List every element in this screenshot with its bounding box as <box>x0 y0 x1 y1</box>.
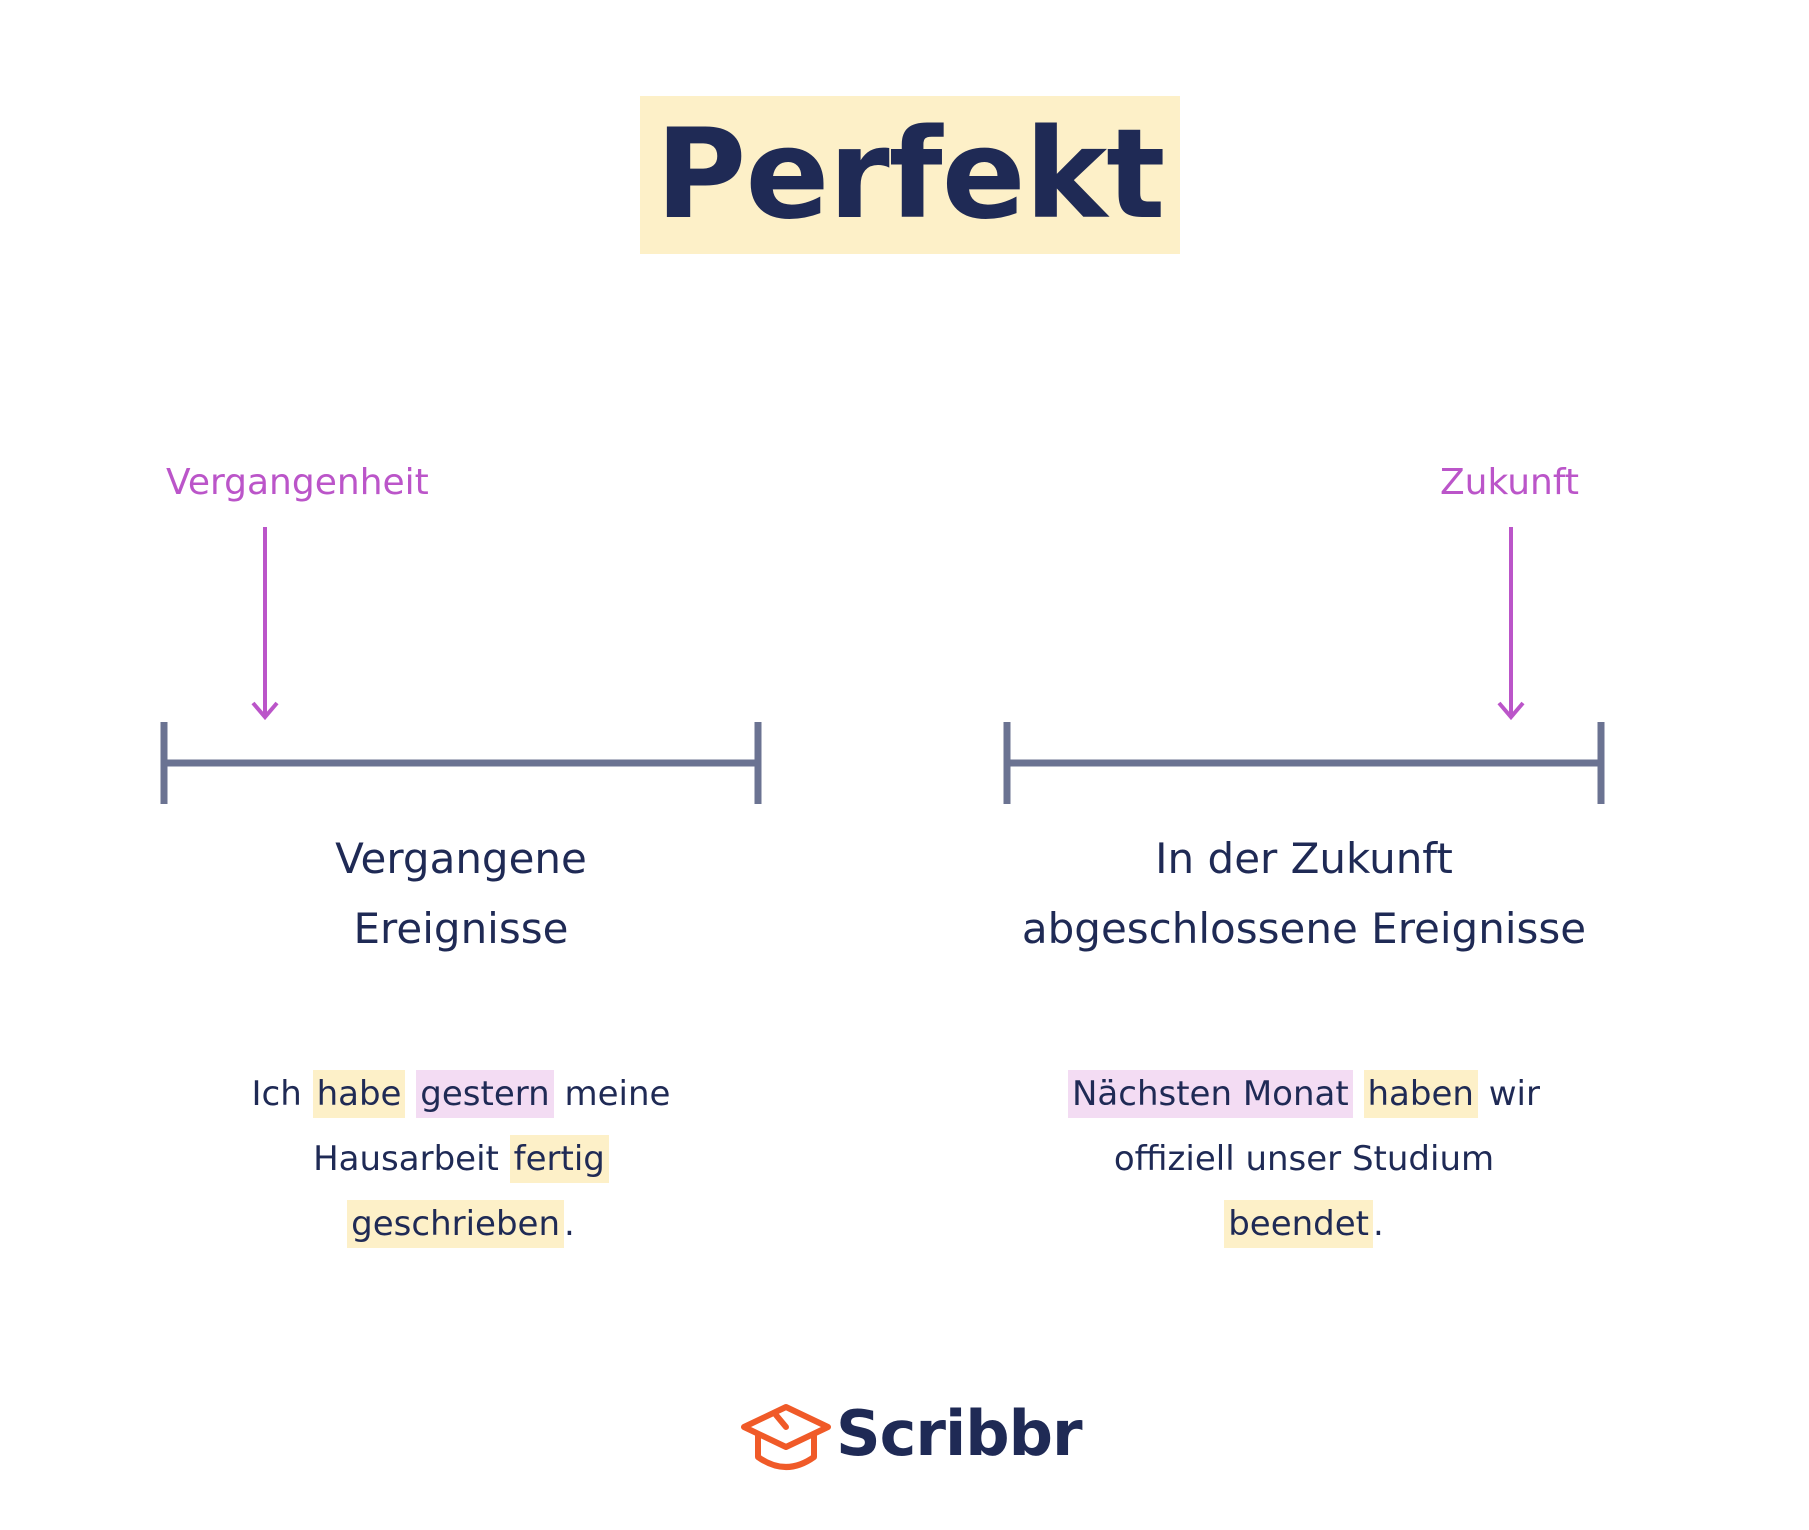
example-text: Hausarbeit <box>313 1139 510 1179</box>
example-sentence-future: Nächsten Monat haben wir offiziell unser … <box>989 1062 1619 1257</box>
timeline-future <box>1003 722 1605 804</box>
title-box: Perfekt <box>640 96 1180 254</box>
graduation-cap-icon <box>741 1404 831 1470</box>
arrow-down-icon <box>1497 527 1525 721</box>
timeline-past <box>160 722 762 804</box>
example-line: Hausarbeit fertig <box>161 1127 761 1192</box>
highlight-verb: geschrieben <box>347 1200 565 1248</box>
highlight-verb: fertig <box>509 1135 609 1183</box>
scribbr-logo: Scribbr <box>740 1395 1083 1485</box>
example-line: Ich habe gestern meine <box>161 1062 761 1127</box>
example-line: Nächsten Monat haben wir <box>989 1062 1619 1127</box>
highlight-time: Nächsten Monat <box>1068 1070 1353 1118</box>
example-text: . <box>564 1204 575 1244</box>
example-line: beendet. <box>989 1192 1619 1257</box>
example-text <box>405 1074 416 1114</box>
highlight-verb: beendet <box>1224 1200 1373 1248</box>
example-text: offiziell unser Studium <box>1113 1139 1495 1179</box>
marker-label-past: Vergangenheit <box>166 462 429 503</box>
caption-past: Vergangene Ereignisse <box>161 824 761 964</box>
caption-future: In der Zukunft abgeschlossene Ereignisse <box>954 824 1654 964</box>
page-title: Perfekt <box>655 103 1166 247</box>
example-text: . <box>1373 1204 1384 1244</box>
example-text: wir <box>1477 1074 1540 1114</box>
highlight-verb: habe <box>312 1070 406 1118</box>
caption-line: abgeschlossene Ereignisse <box>1021 904 1587 953</box>
caption-line: In der Zukunft <box>1155 834 1453 883</box>
caption-line: Vergangene <box>335 834 587 883</box>
arrow-down-icon <box>251 527 279 721</box>
highlight-time: gestern <box>416 1070 554 1118</box>
example-line: geschrieben. <box>161 1192 761 1257</box>
highlight-verb: haben <box>1363 1070 1478 1118</box>
example-text: meine <box>553 1074 671 1114</box>
logo-text: Scribbr <box>836 1397 1083 1470</box>
example-text: Ich <box>251 1074 313 1114</box>
example-line: offiziell unser Studium <box>989 1127 1619 1192</box>
caption-line: Ereignisse <box>353 904 569 953</box>
example-text <box>1353 1074 1364 1114</box>
marker-label-future: Zukunft <box>1440 462 1580 503</box>
